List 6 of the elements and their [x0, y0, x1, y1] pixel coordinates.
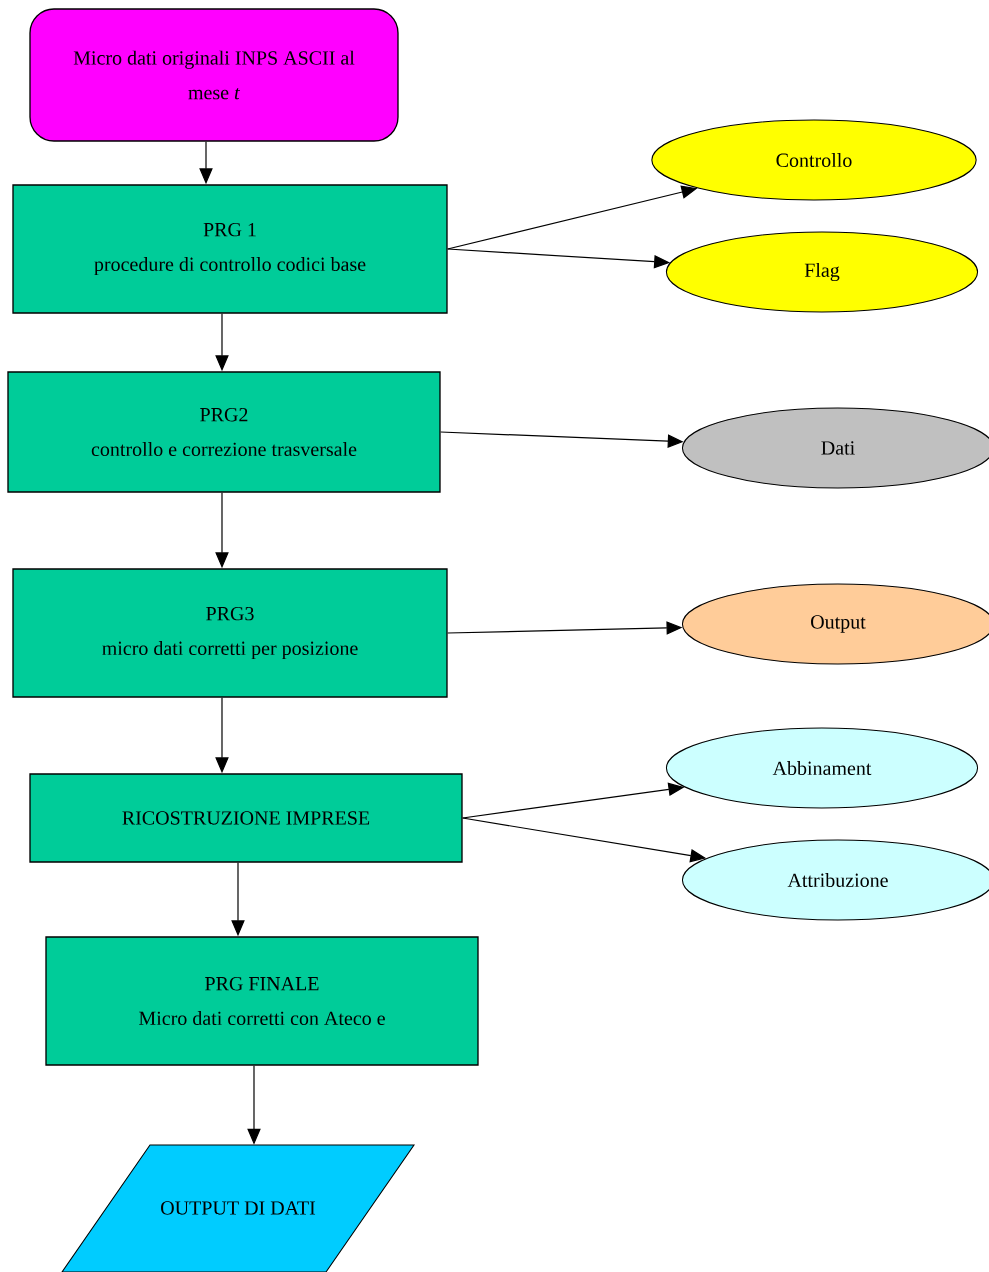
process-box: RICOSTRUZIONE IMPRESE [29, 773, 463, 863]
process-box: PRG FINALE Micro dati corretti con Ateco e [45, 936, 479, 1066]
start-box: Micro dati originali INPS ASCII al mese t [29, 8, 399, 142]
process-box: PRG 1 procedure di controllo codici base [12, 184, 448, 314]
process-box: PRG2 controllo e correzione trasversale [7, 371, 441, 493]
process-box: PRG3 micro dati corretti per posizione [12, 568, 448, 698]
